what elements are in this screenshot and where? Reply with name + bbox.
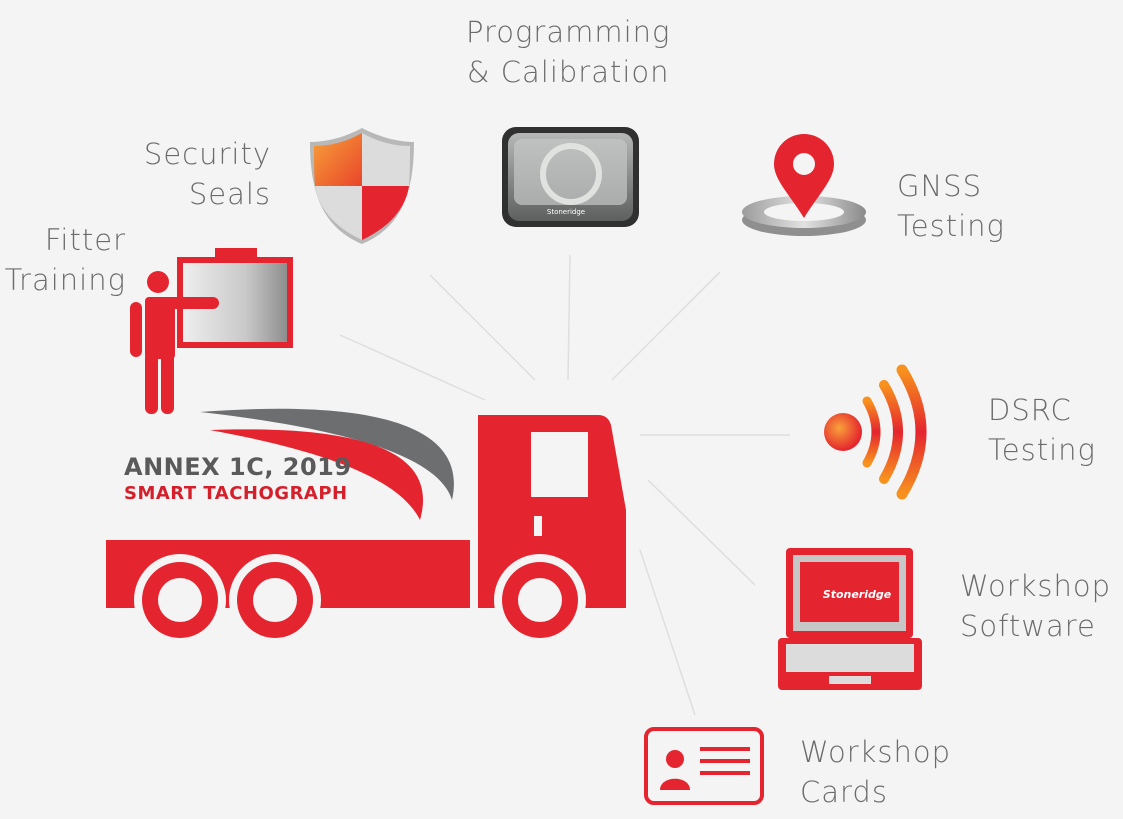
laptop-screen-brand: Stoneridge	[823, 588, 892, 601]
hub-title: ANNEX 1C, 2019	[124, 453, 352, 481]
device-brand: Stoneridge	[547, 208, 585, 216]
connector-lines	[339, 254, 790, 716]
hub-subtitle: SMART TACHOGRAPH	[124, 483, 348, 504]
truck-icon	[106, 415, 626, 646]
presenter-icon	[130, 248, 293, 414]
wireless-signal-icon	[824, 364, 927, 500]
laptop-icon: Stoneridge	[778, 548, 922, 690]
map-pin-icon	[742, 134, 866, 236]
annex-swoosh	[200, 408, 454, 520]
shield-icon	[310, 128, 414, 244]
hub-title-block: ANNEX 1C, 2019 SMART TACHOGRAPH	[124, 452, 352, 506]
id-card-icon	[644, 727, 764, 805]
label-programming: Programming& Calibration	[466, 15, 671, 89]
tachograph-device-icon: Stoneridge	[502, 127, 639, 227]
